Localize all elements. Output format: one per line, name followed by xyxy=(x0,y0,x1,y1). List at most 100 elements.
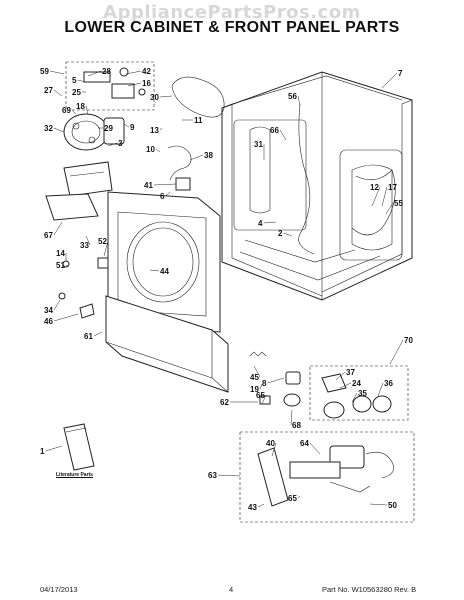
leader-line-27 xyxy=(53,89,63,97)
clip-drawing xyxy=(97,257,109,269)
leader-line-2 xyxy=(283,232,293,237)
foot-drawing xyxy=(58,292,66,300)
leader-line-17 xyxy=(381,186,388,207)
callout-18: 18 xyxy=(76,102,85,111)
leader-line-34 xyxy=(53,299,61,311)
callout-30: 30 xyxy=(150,93,159,102)
leader-line-50 xyxy=(369,503,388,506)
callout-61: 61 xyxy=(84,332,93,341)
callout-52: 52 xyxy=(98,237,107,246)
callout-41: 41 xyxy=(144,181,153,190)
callout-65: 65 xyxy=(256,391,265,400)
leader-line-63 xyxy=(217,474,241,477)
callout-19: 19 xyxy=(250,385,259,394)
thermostat-stack-drawing xyxy=(259,371,301,407)
leader-line-64 xyxy=(309,442,321,455)
leader-line-42 xyxy=(125,70,142,75)
callout-43: 43 xyxy=(248,503,257,512)
callout-4: 4 xyxy=(258,219,263,228)
callout-50: 50 xyxy=(388,501,397,510)
leader-line-1 xyxy=(45,445,63,452)
leader-line-46 xyxy=(53,313,79,322)
callout-27: 27 xyxy=(44,86,53,95)
callout-36: 36 xyxy=(384,379,393,388)
leader-line-51 xyxy=(65,264,69,267)
callout-5: 5 xyxy=(72,76,77,85)
leader-line-6 xyxy=(165,191,171,197)
callout-64: 64 xyxy=(300,439,309,448)
footer-part-number: Part No. W10563280 Rev. B xyxy=(322,585,417,594)
callout-70: 70 xyxy=(404,336,413,345)
toe-panel-drawing xyxy=(105,295,229,393)
callout-11: 11 xyxy=(194,116,203,125)
callout-35: 35 xyxy=(358,389,367,398)
leader-line-45 xyxy=(253,365,261,378)
callout-13: 13 xyxy=(150,126,159,135)
leader-line-33 xyxy=(85,235,91,246)
leader-line-5 xyxy=(77,79,87,83)
pad-drawing xyxy=(45,193,99,221)
footer-page-number: 4 xyxy=(229,585,234,594)
leader-line-37 xyxy=(335,371,346,381)
callout-16: 16 xyxy=(142,79,151,88)
callout-29: 29 xyxy=(104,124,113,133)
leader-line-30 xyxy=(159,95,173,98)
callout-46: 46 xyxy=(44,317,53,326)
kit-70-drawing xyxy=(309,365,409,421)
leader-line-28 xyxy=(87,70,102,77)
callout-24: 24 xyxy=(352,379,361,388)
callout-38: 38 xyxy=(204,151,213,160)
literature-drawing xyxy=(63,423,95,471)
leader-line-18 xyxy=(85,105,89,115)
callout-62: 62 xyxy=(220,398,229,407)
callout-37: 37 xyxy=(346,368,355,377)
motor-bracket-drawing xyxy=(63,161,113,197)
leader-line-36 xyxy=(377,382,384,397)
spring-drawing xyxy=(249,351,267,357)
leader-line-55 xyxy=(385,202,394,215)
leader-line-69 xyxy=(71,109,77,115)
leader-line-65 xyxy=(261,394,267,405)
callout-67: 67 xyxy=(44,231,53,240)
leader-line-40 xyxy=(271,442,277,457)
callout-65: 65 xyxy=(288,494,297,503)
callout-25: 25 xyxy=(72,88,81,97)
callout-33: 33 xyxy=(80,241,89,250)
callout-51: 51 xyxy=(56,261,65,270)
leader-line-13 xyxy=(159,127,163,131)
leader-line-43 xyxy=(257,503,265,508)
leader-line-16 xyxy=(127,82,142,87)
callout-42: 42 xyxy=(142,67,151,76)
cabinet-harness-drawing xyxy=(298,103,315,255)
callout-59: 59 xyxy=(40,67,49,76)
leader-line-59 xyxy=(49,70,65,75)
rear-harness-drawing xyxy=(351,169,396,236)
cabinet-drawing xyxy=(221,71,413,301)
callout-68: 68 xyxy=(292,421,301,430)
callout-63: 63 xyxy=(208,471,217,480)
idler-drawing xyxy=(65,61,155,111)
callout-44: 44 xyxy=(160,267,169,276)
leader-line-24 xyxy=(339,382,352,389)
leader-line-35 xyxy=(351,392,358,403)
motor-drawing xyxy=(63,113,125,151)
leader-line-9 xyxy=(123,123,130,128)
callout-32: 32 xyxy=(44,124,53,133)
leader-line-44 xyxy=(149,269,160,272)
leader-line-4 xyxy=(263,221,277,224)
leader-line-32 xyxy=(53,127,65,133)
callout-45: 45 xyxy=(250,373,259,382)
leader-line-68 xyxy=(290,409,293,426)
callout-40: 40 xyxy=(266,439,275,448)
callout-55: 55 xyxy=(394,199,403,208)
leader-line-52 xyxy=(103,240,109,257)
callout-3: 3 xyxy=(118,139,123,148)
burner-assembly-drawing xyxy=(239,431,415,523)
literature-parts-label: Literature Parts xyxy=(56,472,93,478)
leader-line-8 xyxy=(267,377,285,384)
latch-drawing xyxy=(79,303,95,319)
watermark: AppliancePartsPros.com xyxy=(103,2,361,23)
callout-34: 34 xyxy=(44,306,53,315)
